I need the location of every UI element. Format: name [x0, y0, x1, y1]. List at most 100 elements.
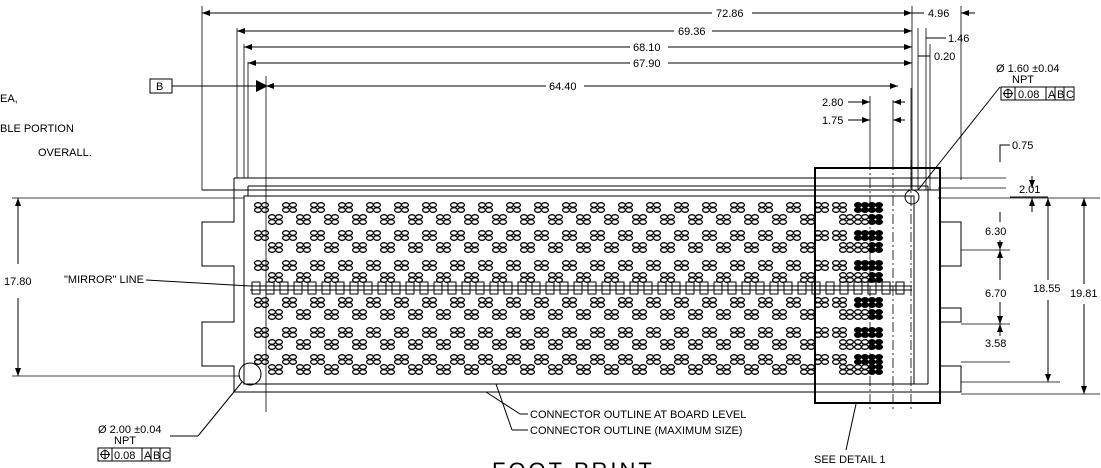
pad — [687, 242, 704, 253]
pad — [379, 214, 396, 225]
pad — [867, 242, 884, 253]
pad — [603, 272, 620, 283]
pad — [659, 339, 676, 350]
pad — [449, 260, 466, 271]
mirror-pin — [741, 281, 751, 295]
mirror-pin — [433, 281, 443, 295]
svg-text:NPT: NPT — [1012, 74, 1034, 86]
mirror-pin — [489, 281, 499, 295]
svg-text:2.80: 2.80 — [822, 97, 843, 109]
svg-text:B: B — [153, 450, 160, 462]
pad — [617, 202, 634, 213]
pad — [533, 230, 550, 241]
note-line-1: EA, — [0, 93, 18, 105]
pad — [659, 309, 676, 320]
pad — [393, 297, 410, 308]
pad — [603, 214, 620, 225]
note-line-3: OVERALL. — [38, 147, 92, 159]
pad — [838, 339, 855, 350]
pad — [407, 339, 424, 350]
svg-text:68.10: 68.10 — [633, 42, 661, 54]
pad — [463, 272, 480, 283]
pad — [435, 364, 452, 375]
pad — [421, 202, 438, 213]
pad — [715, 242, 732, 253]
pad — [407, 364, 424, 375]
pad — [463, 242, 480, 253]
pad — [365, 297, 382, 308]
pad — [323, 309, 340, 320]
mirror-pin — [755, 281, 765, 295]
pad — [547, 364, 564, 375]
pad — [281, 354, 298, 365]
pad — [589, 297, 606, 308]
pad — [491, 309, 508, 320]
pad — [337, 327, 354, 338]
svg-text:C: C — [1066, 89, 1074, 101]
pad — [771, 214, 788, 225]
pad — [743, 214, 760, 225]
pad — [631, 309, 648, 320]
pad — [631, 272, 648, 283]
pad — [337, 260, 354, 271]
pad — [729, 202, 746, 213]
pad — [253, 230, 270, 241]
pad — [589, 230, 606, 241]
pad — [281, 230, 298, 241]
pad — [477, 327, 494, 338]
pad — [309, 230, 326, 241]
pad — [505, 297, 522, 308]
mounting-hole-bottom — [238, 362, 262, 386]
pad — [687, 364, 704, 375]
dimension-64-40: 64.40 — [266, 81, 898, 93]
pad — [673, 327, 690, 338]
svg-text:A: A — [144, 450, 152, 462]
mirror-pin — [657, 281, 667, 295]
pad — [575, 214, 592, 225]
pad — [687, 309, 704, 320]
pad — [323, 339, 340, 350]
pad — [393, 260, 410, 271]
pad — [533, 354, 550, 365]
pad — [785, 327, 802, 338]
svg-text:69.36: 69.36 — [678, 26, 706, 38]
mirror-pin — [895, 281, 905, 295]
pad — [771, 364, 788, 375]
pad — [831, 354, 848, 365]
pad — [435, 214, 452, 225]
pad — [561, 297, 578, 308]
svg-text:6.70: 6.70 — [985, 288, 1006, 300]
pad — [449, 297, 466, 308]
pad — [853, 242, 870, 253]
pad — [533, 327, 550, 338]
dimension-2-80: 2.80 — [822, 97, 905, 109]
pad — [589, 354, 606, 365]
datum-b-label: B — [156, 81, 163, 93]
hole-bottom-callout: Ø 2.00 ±0.04 NPT 0.08 A B C — [97, 381, 243, 462]
extension-lines — [201, 6, 962, 412]
mirror-pin — [559, 281, 569, 295]
pad — [505, 354, 522, 365]
pad — [715, 339, 732, 350]
pad — [659, 242, 676, 253]
pad — [323, 364, 340, 375]
pad — [659, 364, 676, 375]
pad — [337, 202, 354, 213]
svg-text:Ø 1.60 ±0.04: Ø 1.60 ±0.04 — [996, 63, 1060, 75]
svg-text:18.55: 18.55 — [1033, 283, 1061, 295]
pad — [645, 327, 662, 338]
pad — [435, 242, 452, 253]
pad — [853, 339, 870, 350]
mirror-pin — [643, 281, 653, 295]
pad — [491, 242, 508, 253]
pad — [379, 339, 396, 350]
dimension-6-30: 6.30 — [985, 212, 1006, 250]
pad — [715, 214, 732, 225]
mirror-pin — [293, 281, 303, 295]
detail-leader — [845, 403, 857, 451]
pad — [421, 354, 438, 365]
pad — [547, 214, 564, 225]
svg-text:4.96: 4.96 — [928, 8, 949, 20]
pad — [267, 364, 284, 375]
pad — [519, 309, 536, 320]
